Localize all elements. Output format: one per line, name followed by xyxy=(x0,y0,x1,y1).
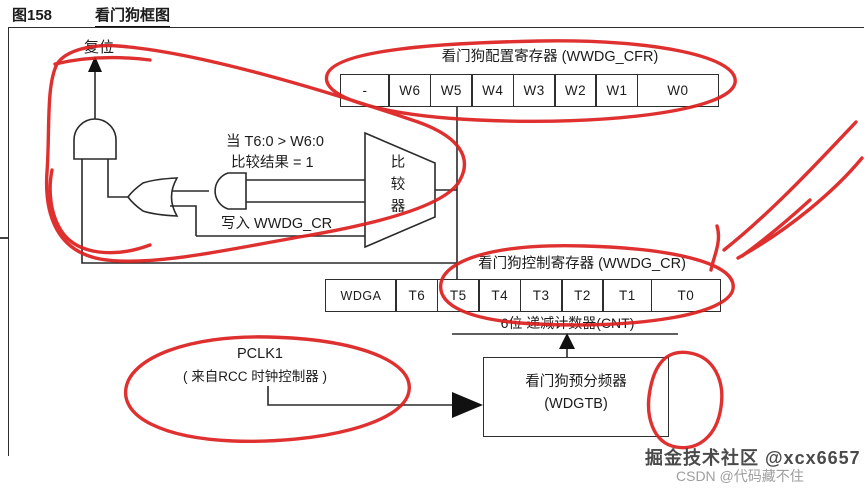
prescaler-label-line2: (WDGTB) xyxy=(544,396,608,412)
comparator-condition-line1: 当 T6:0 > W6:0 xyxy=(226,134,324,150)
register-cell: T6 xyxy=(395,279,439,312)
pclk-source-label: ( 来自RCC 时钟控制器 ) xyxy=(183,369,327,384)
register-cell: W3 xyxy=(512,74,556,107)
down-counter-label: 6位 递减计数器(CNT) xyxy=(500,315,635,331)
or-to-and-wire xyxy=(107,159,128,198)
prescaler-label-line1: 看门狗预分频器 xyxy=(525,374,627,390)
register-cell: T2 xyxy=(561,279,605,312)
prescaler-box: 看门狗预分频器 (WDGTB) xyxy=(483,357,669,437)
clock-arrowhead-icon xyxy=(452,392,483,418)
register-cell: T1 xyxy=(602,279,653,312)
and-gate-icon xyxy=(73,118,117,160)
watermark-juejin: 掘金技术社区 @xcx6657 xyxy=(645,448,861,468)
reset-label: 复位 xyxy=(84,39,115,56)
cfr-register-title: 看门狗配置寄存器 (WWDG_CFR) xyxy=(441,49,659,65)
register-cell: T0 xyxy=(650,279,721,312)
register-cell: W4 xyxy=(471,74,515,107)
register-cell: T5 xyxy=(436,279,480,312)
red-underline-reset xyxy=(53,55,152,66)
register-cell: W0 xyxy=(636,74,719,107)
cr-register-row: WDGA T6 T5 T4 T3 T2 T1 T0 xyxy=(325,279,721,312)
register-cell: W5 xyxy=(429,74,473,107)
clock-wire xyxy=(267,386,452,406)
cfr-register-row: - W6 W5 W4 W3 W2 W1 W0 xyxy=(340,74,719,107)
figure-label: 图158 xyxy=(12,7,53,24)
frame-left-border xyxy=(8,27,9,456)
register-cell: W1 xyxy=(595,74,639,107)
up-arrowhead-icon xyxy=(559,333,575,349)
comparator-condition: 当 T6:0 > W6:0 比较结果 = 1 xyxy=(226,132,324,174)
register-cell: - xyxy=(340,74,390,107)
register-cell: T3 xyxy=(519,279,563,312)
or-gate-icon xyxy=(127,177,179,217)
red-stroke-right-2 xyxy=(736,156,864,260)
cr-register-title: 看门狗控制寄存器 (WWDG_CR) xyxy=(478,256,686,272)
write-wwdg-cr-label: 写入 WWDG_CR xyxy=(221,216,333,232)
reset-arrowhead-icon xyxy=(88,56,102,72)
comparator-label: 比 较 器 xyxy=(390,155,406,215)
register-cell: WDGA xyxy=(325,279,397,312)
and2-gate-icon xyxy=(214,172,247,210)
pclk-label: PCLK1 xyxy=(237,346,283,362)
watermark-csdn: CSDN @代码藏不住 xyxy=(676,468,804,484)
red-stroke-right-1 xyxy=(722,120,858,252)
frame-top-border xyxy=(8,27,864,28)
red-blob-left-extra xyxy=(48,168,152,255)
register-cell: T4 xyxy=(478,279,522,312)
page-margin-tick xyxy=(0,237,8,239)
red-stroke-right-3 xyxy=(740,198,812,258)
register-cell: W6 xyxy=(388,74,432,107)
write-branch-wire xyxy=(170,205,197,236)
comparator-condition-line2: 比较结果 = 1 xyxy=(231,155,314,171)
wires-layer xyxy=(73,68,678,406)
register-cell: W2 xyxy=(554,74,598,107)
figure-title: 看门狗框图 xyxy=(95,4,171,27)
